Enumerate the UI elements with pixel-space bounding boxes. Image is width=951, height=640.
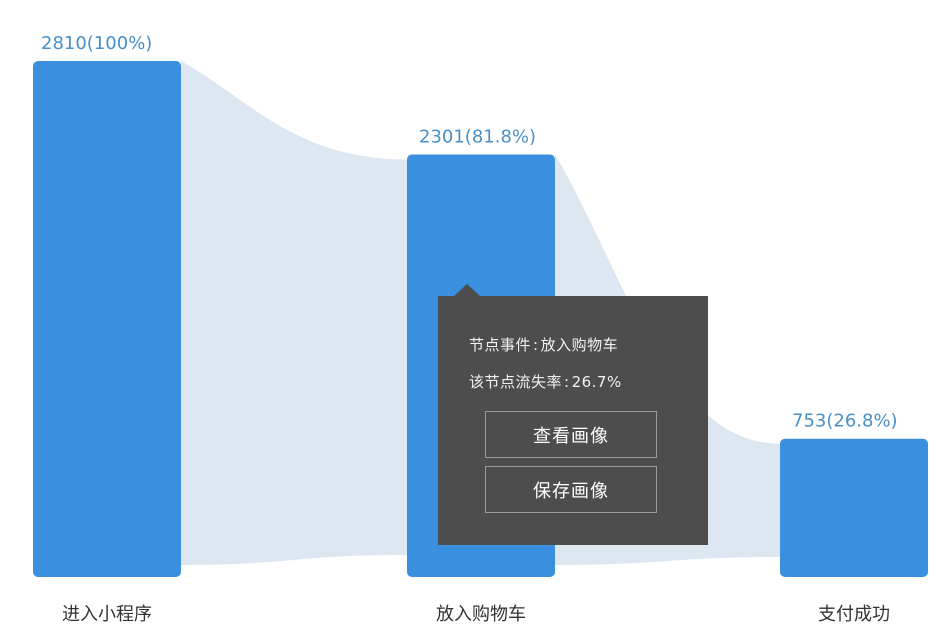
tooltip-arrow (454, 284, 480, 296)
save-profile-button[interactable]: 保存画像 (485, 466, 657, 513)
funnel-bar (33, 61, 181, 577)
category-label: 进入小程序 (62, 604, 152, 625)
value-label: 753(26.8%) (792, 411, 898, 432)
node-tooltip: 节点事件:放入购物车 该节点流失率:26.7% 查看画像 保存画像 (438, 284, 708, 545)
funnel-bar (780, 438, 928, 577)
view-profile-button[interactable]: 查看画像 (485, 411, 657, 458)
tooltip-churn-row: 该节点流失率:26.7% (469, 373, 622, 391)
tooltip-event-row: 节点事件:放入购物车 (469, 336, 619, 354)
tooltip-churn-label: 该节点流失率 (469, 373, 563, 391)
category-label: 放入购物车 (436, 604, 526, 625)
flow-band (181, 61, 407, 565)
tooltip-event-value: 放入购物车 (540, 336, 619, 354)
category-label: 支付成功 (818, 604, 890, 625)
value-label: 2810(100%) (41, 33, 152, 54)
value-label: 2301(81.8%) (419, 126, 536, 147)
tooltip-churn-value: 26.7% (571, 373, 622, 391)
tooltip-event-label: 节点事件 (469, 336, 532, 354)
